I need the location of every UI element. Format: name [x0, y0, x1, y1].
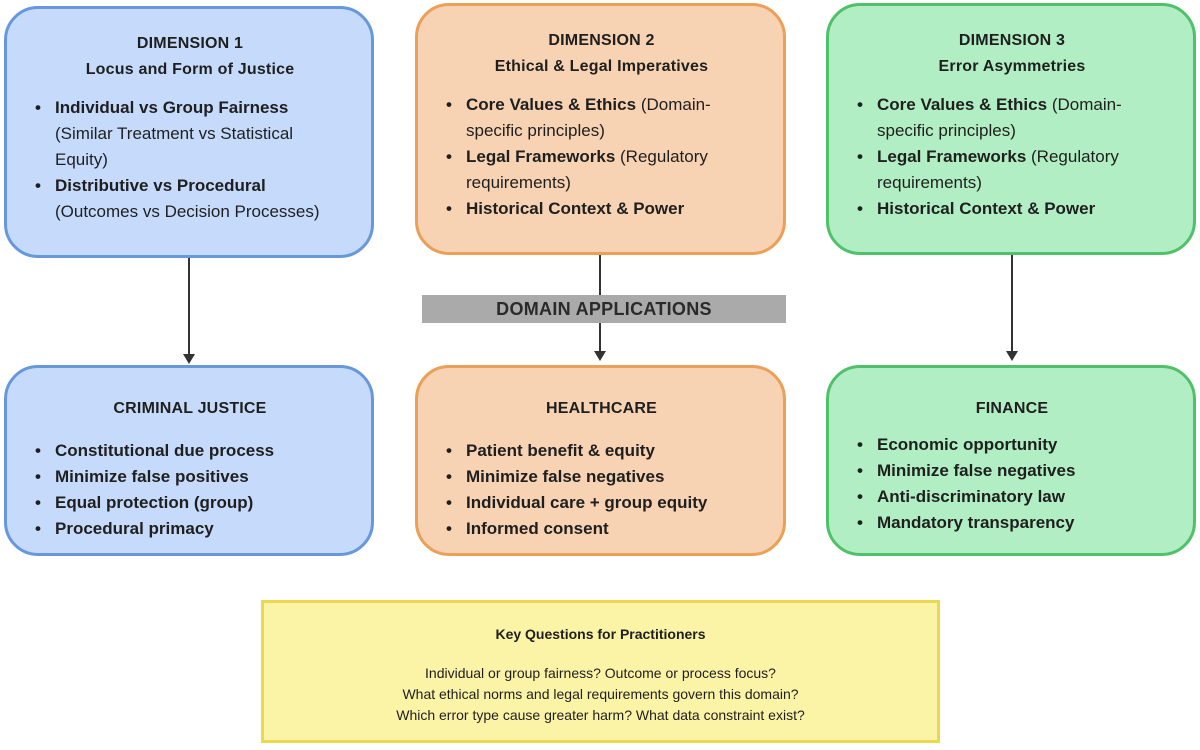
item-bold: Legal Frameworks: [877, 147, 1027, 166]
finance-box: FINANCE Economic opportunity Minimize fa…: [826, 365, 1196, 556]
list-item: Legal Frameworks (Regulatory requirement…: [444, 144, 759, 196]
dimension-3-label: DIMENSION 3: [958, 32, 1066, 49]
list-item: Minimize false positives: [33, 464, 347, 490]
key-questions-title: Key Questions for Practitioners: [495, 626, 706, 642]
list-item: Historical Context & Power: [855, 196, 1169, 222]
dimension-1-box: DIMENSION 1 Locus and Form of Justice In…: [4, 6, 374, 258]
list-item: Legal Frameworks (Regulatory requirement…: [855, 144, 1169, 196]
dimension-1-title: Locus and Form of Justice: [85, 61, 295, 78]
list-item: Constitutional due process: [33, 438, 347, 464]
list-item: Individual care + group equity: [444, 490, 759, 516]
list-item: Informed consent: [444, 516, 759, 542]
arrow-dimension-3-to-finance: [1006, 255, 1018, 361]
list-item: Economic opportunity: [855, 432, 1169, 458]
dimension-3-box: DIMENSION 3 Error Asymmetries Core Value…: [826, 3, 1196, 255]
list-item: Historical Context & Power: [444, 196, 759, 222]
item-detail: (Similar Treatment vs Statistical Equity…: [55, 124, 294, 169]
item-bold: Distributive vs Procedural: [55, 176, 266, 195]
list-item: Minimize false negatives: [444, 464, 759, 490]
list-item: Procedural primacy: [33, 516, 347, 542]
item-bold: Individual vs Group Fairness: [55, 98, 289, 117]
dimension-2-label: DIMENSION 2: [548, 32, 655, 49]
item-bold: Historical Context & Power: [466, 199, 685, 218]
dimension-1-label: DIMENSION 1: [136, 35, 244, 52]
dimension-3-title: Error Asymmetries: [938, 58, 1086, 75]
healthcare-title: HEALTHCARE: [545, 400, 658, 417]
domain-applications-banner: DOMAIN APPLICATIONS: [422, 295, 786, 323]
dimension-2-title: Ethical & Legal Imperatives: [494, 58, 709, 75]
list-item: Individual vs Group Fairness (Similar Tre…: [33, 95, 347, 173]
key-question-line: What ethical norms and legal requirement…: [402, 686, 799, 702]
list-item: Distributive vs Procedural (Outcomes vs D…: [33, 173, 347, 225]
key-question-line: Which error type cause greater harm? Wha…: [396, 707, 805, 723]
finance-title: FINANCE: [975, 400, 1049, 417]
key-questions-box: Key Questions for Practitioners Individu…: [261, 600, 940, 743]
item-detail: (Outcomes vs Decision Processes): [55, 202, 320, 221]
criminal-justice-title: CRIMINAL JUSTICE: [113, 400, 267, 417]
arrow-dimension-1-to-criminal-justice: [183, 258, 195, 364]
key-question-line: Individual or group fairness? Outcome or…: [425, 665, 776, 681]
item-detail: (Regulatory requirements): [877, 147, 1119, 192]
item-bold: Core Values & Ethics: [466, 95, 637, 114]
healthcare-box: HEALTHCARE Patient benefit & equity Mini…: [415, 365, 786, 556]
list-item: Core Values & Ethics (Domain-specific pr…: [444, 92, 759, 144]
dimension-2-box: DIMENSION 2 Ethical & Legal Imperatives …: [415, 3, 786, 255]
item-detail: (Domain-specific principles): [466, 95, 711, 140]
item-detail: (Regulatory requirements): [466, 147, 708, 192]
item-bold: Legal Frameworks: [466, 147, 616, 166]
list-item: Core Values & Ethics (Domain-specific pr…: [855, 92, 1169, 144]
list-item: Minimize false negatives: [855, 458, 1169, 484]
item-bold: Historical Context & Power: [877, 199, 1096, 218]
list-item: Equal protection (group): [33, 490, 347, 516]
list-item: Anti-discriminatory law: [855, 484, 1169, 510]
criminal-justice-box: CRIMINAL JUSTICE Constitutional due proc…: [4, 365, 374, 556]
list-item: Mandatory transparency: [855, 510, 1169, 536]
item-bold: Core Values & Ethics: [877, 95, 1048, 114]
list-item: Patient benefit & equity: [444, 438, 759, 464]
item-detail: (Domain-specific principles): [877, 95, 1122, 140]
